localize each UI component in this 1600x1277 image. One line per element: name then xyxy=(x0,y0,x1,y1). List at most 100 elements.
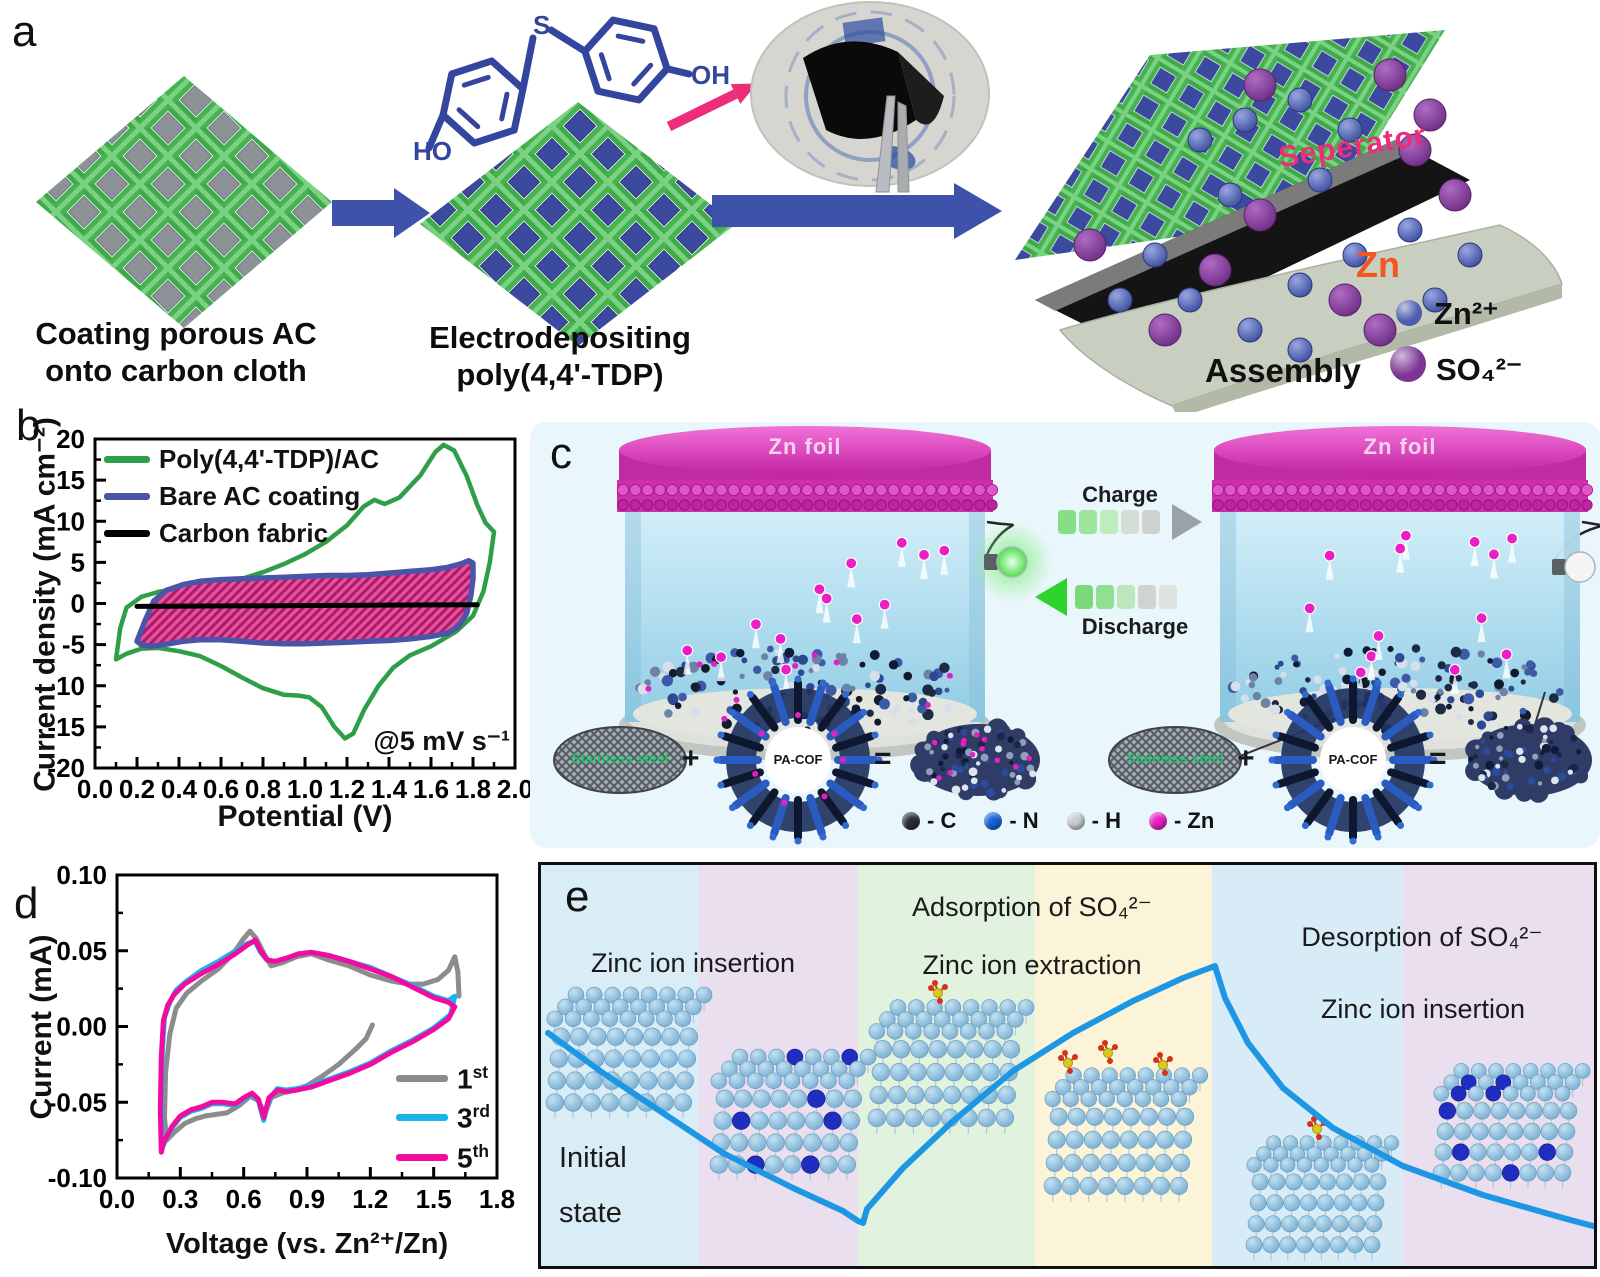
svg-text:1.5: 1.5 xyxy=(416,1184,452,1214)
b-y-axis-title: Current density (mA cm⁻²) xyxy=(28,417,62,792)
zinc-lattice xyxy=(1245,1135,1400,1261)
panel-label-d: d xyxy=(14,879,39,928)
legend-label: Carbon fabric xyxy=(159,518,329,548)
extraction-label: Zinc ion extraction xyxy=(922,950,1142,980)
zinc-lattice xyxy=(1043,1067,1209,1202)
arrow-shaft xyxy=(712,195,954,227)
legend-atom-h: - H xyxy=(1066,808,1121,834)
plus-sign-right: + xyxy=(1237,742,1255,775)
zinc-ion-legend-label: Zn²⁺ xyxy=(1434,296,1499,331)
zinc-lattice xyxy=(709,1048,877,1181)
legend-item: Carbon fabric xyxy=(104,518,379,549)
plot-series xyxy=(113,442,497,741)
svg-text:0.9: 0.9 xyxy=(289,1184,325,1214)
plot-series xyxy=(157,928,462,1155)
sulfate-group xyxy=(1098,1040,1118,1064)
svg-text:0.05: 0.05 xyxy=(56,936,107,966)
charge-progress-blocks xyxy=(1058,510,1160,534)
panel-label-e: e xyxy=(565,872,590,921)
electrode-photo xyxy=(750,1,990,193)
battery-cell-right xyxy=(1212,426,1600,761)
carbon-dot-icon xyxy=(902,812,920,830)
zinc-anode-label: Zn xyxy=(1356,244,1400,285)
d-x-axis-title: Voltage (vs. Zn²⁺/Zn) xyxy=(165,1228,449,1260)
svg-text:5: 5 xyxy=(71,547,85,577)
svg-text:0.3: 0.3 xyxy=(162,1184,198,1214)
left-cell-zn-foil-label: Zn foil xyxy=(768,434,842,459)
scan-rate-annotation: @5 mV s⁻¹ xyxy=(373,726,510,756)
svg-text:-20: -20 xyxy=(47,753,85,783)
sulfate-group xyxy=(1153,1052,1173,1076)
adsorption-label: Adsorption of SO₄²⁻ xyxy=(912,892,1152,922)
legend-item: 3rd xyxy=(396,1101,490,1134)
coated-cloth-weave xyxy=(420,102,736,346)
panel-c-battery-schematic: c Zn foil Zn foil Charge Discharge Stain… xyxy=(530,422,1600,848)
equals-sign-right: = xyxy=(1429,742,1447,775)
legend-swatch-1st xyxy=(396,1075,448,1083)
step2-caption: Electrodepositing poly(4,4'-TDP) xyxy=(392,320,728,393)
panel-label-a: a xyxy=(12,7,37,56)
svg-text:-0.05: -0.05 xyxy=(48,1087,107,1117)
b-legend: Poly(4,4'-TDP)/AC Bare AC coating Carbon… xyxy=(104,444,379,555)
zinc-lattice xyxy=(867,999,1035,1134)
svg-text:1.0: 1.0 xyxy=(287,774,323,804)
svg-text:0.0: 0.0 xyxy=(77,774,113,804)
separator-sheet xyxy=(1035,140,1470,345)
carbon-cloth-weave xyxy=(36,76,332,328)
legend-label: 3rd xyxy=(457,1101,490,1134)
process-arrow-2 xyxy=(712,183,1002,239)
svg-text:10: 10 xyxy=(56,506,85,536)
stainless-steel-label-right: Stainless steel xyxy=(1126,750,1224,766)
discharge-arrow-icon xyxy=(1035,578,1067,616)
molecule-bonds xyxy=(425,16,693,152)
svg-text:0.4: 0.4 xyxy=(161,774,198,804)
svg-text:1.2: 1.2 xyxy=(329,774,365,804)
svg-text:-15: -15 xyxy=(47,712,85,742)
svg-text:0.6: 0.6 xyxy=(203,774,239,804)
pa-cof-label-right: PA-COF xyxy=(1328,752,1378,767)
plus-sign-left: + xyxy=(682,742,700,775)
battery-cells-art xyxy=(553,426,1600,845)
svg-text:-10: -10 xyxy=(47,671,85,701)
assembly-schematic xyxy=(1015,30,1563,412)
legend-item: Bare AC coating xyxy=(104,481,379,512)
svg-text:1.6: 1.6 xyxy=(413,774,449,804)
legend-swatch-5th xyxy=(396,1153,448,1161)
legend-item: 5th xyxy=(396,1141,490,1174)
svg-text:1.8: 1.8 xyxy=(455,774,491,804)
legend-label: 1st xyxy=(457,1062,489,1095)
sulfate-ion-legend-dot xyxy=(1390,346,1426,382)
svg-text:0.10: 0.10 xyxy=(56,860,107,890)
svg-text:0.6: 0.6 xyxy=(226,1184,262,1214)
step1-caption-line2: onto carbon cloth xyxy=(45,352,307,388)
step1-caption: Coating porous AC onto carbon cloth xyxy=(0,316,352,389)
assembly-caption: Assembly xyxy=(1205,352,1361,389)
legend-swatch-carbon-fabric xyxy=(104,530,150,537)
pa-cof-ring xyxy=(713,675,883,845)
equals-sign-left: = xyxy=(874,742,892,775)
insertion2-label: Zinc ion insertion xyxy=(1320,994,1526,1024)
svg-text:1.2: 1.2 xyxy=(352,1184,388,1214)
step2-caption-line1: Electrodepositing xyxy=(429,320,691,355)
svg-text:20: 20 xyxy=(56,424,85,454)
tweezers xyxy=(875,95,896,193)
stainless-steel-label-left: Stainless steel xyxy=(571,750,669,766)
svg-text:0.8: 0.8 xyxy=(245,774,281,804)
composite-electrode-blob xyxy=(1465,717,1592,803)
insertion1-label: Zinc ion insertion xyxy=(590,948,796,978)
atom-label: - Zn xyxy=(1173,808,1215,833)
stainless-steel-disc xyxy=(1108,726,1242,794)
step1-caption-line1: Coating porous AC xyxy=(35,316,317,351)
legend-label: 5th xyxy=(457,1140,489,1173)
desorption-label: Desorption of SO₄²⁻ xyxy=(1301,922,1543,952)
atom-color-legend: - C - N - H - Zn xyxy=(902,808,1214,834)
svg-text:-5: -5 xyxy=(62,630,85,660)
legend-atom-zn: - Zn xyxy=(1148,808,1215,834)
charge-label: Charge xyxy=(1082,482,1158,507)
hydrogen-dot-icon xyxy=(1066,812,1085,830)
voltage-profile-curve xyxy=(545,963,1594,1229)
